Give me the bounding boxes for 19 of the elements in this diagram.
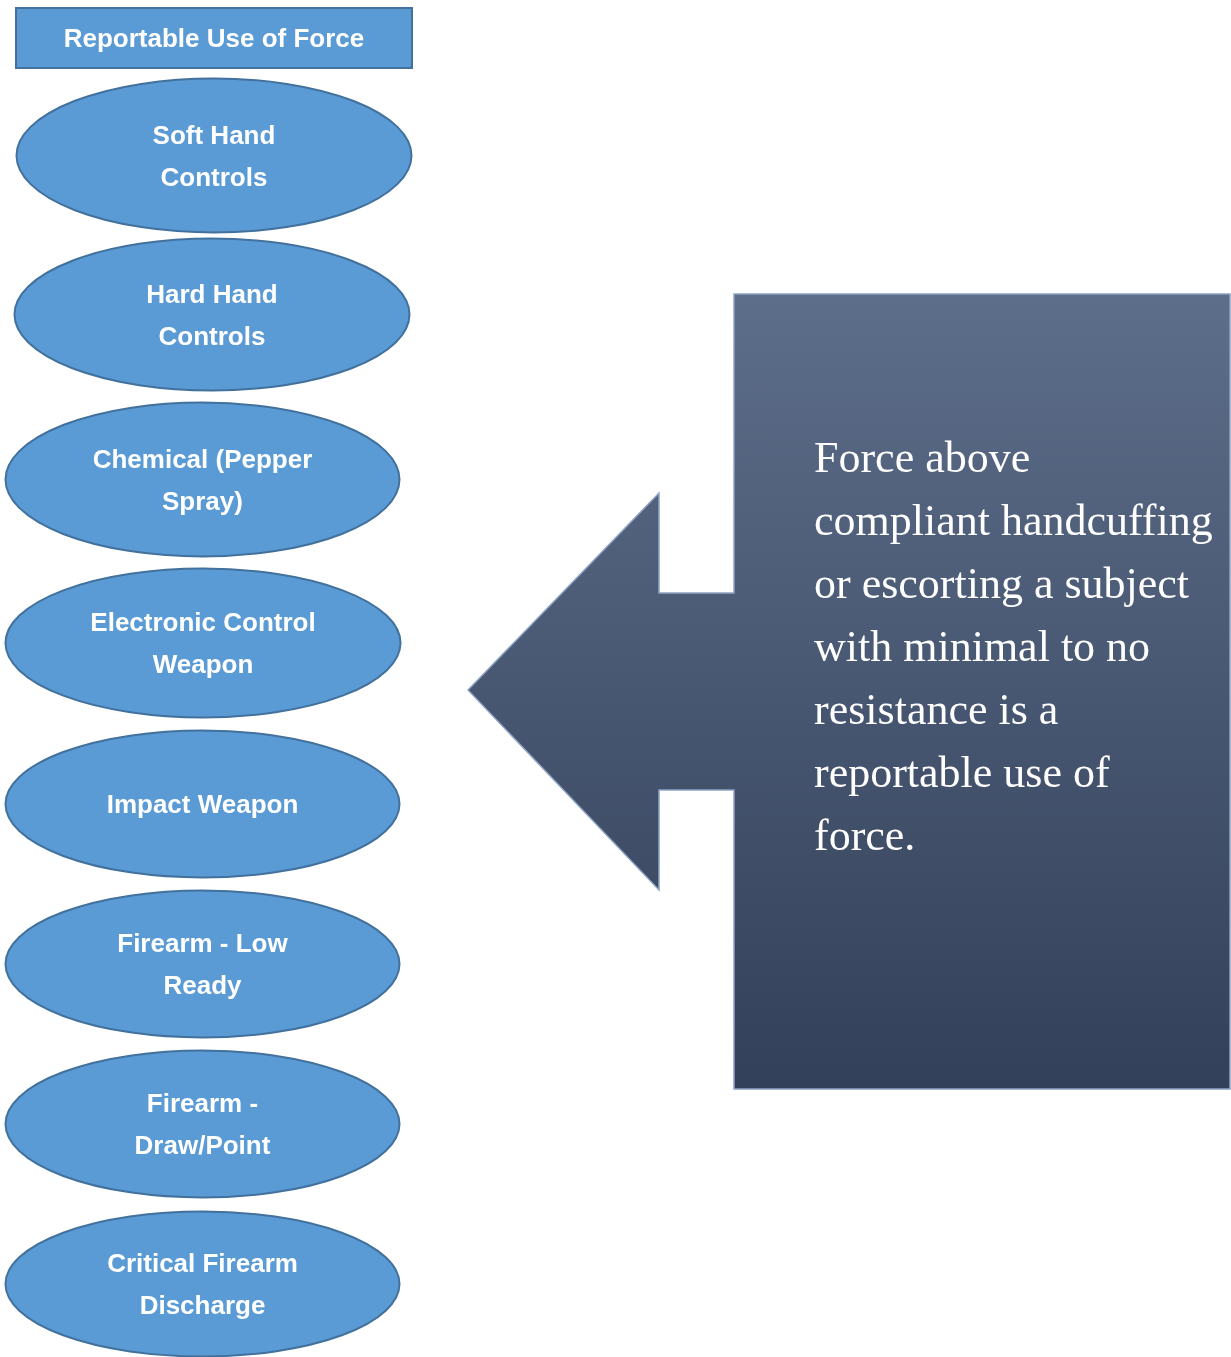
ellipse-node [4, 401, 401, 558]
callout-arrow [467, 293, 1231, 1090]
node-label: Critical Firearm Discharge [106, 1247, 299, 1322]
node-label: Hard Hand Controls [145, 277, 279, 353]
node-label: Impact Weapon [105, 788, 300, 821]
node-label: Electronic Control Weapon [89, 606, 317, 681]
ellipse-node [13, 237, 411, 392]
ellipse-node [4, 889, 401, 1039]
node-label: Soft Hand Controls [151, 118, 277, 194]
node-label: Firearm - Low Ready [116, 927, 289, 1002]
header-box [15, 7, 413, 69]
ellipse-node [15, 77, 413, 234]
ellipse-node [4, 567, 402, 719]
callout-text: Force above compliant handcuffing or escorting a subject with minimal to no resistance is a reportable use of force. [814, 432, 1214, 862]
node-label: Reportable Use of Force [62, 22, 366, 55]
ellipse-node [4, 1049, 401, 1199]
node-label: Firearm - Draw/Point [133, 1087, 272, 1162]
node-label: Chemical (Pepper Spray) [91, 442, 314, 518]
ellipse-node [4, 729, 401, 879]
